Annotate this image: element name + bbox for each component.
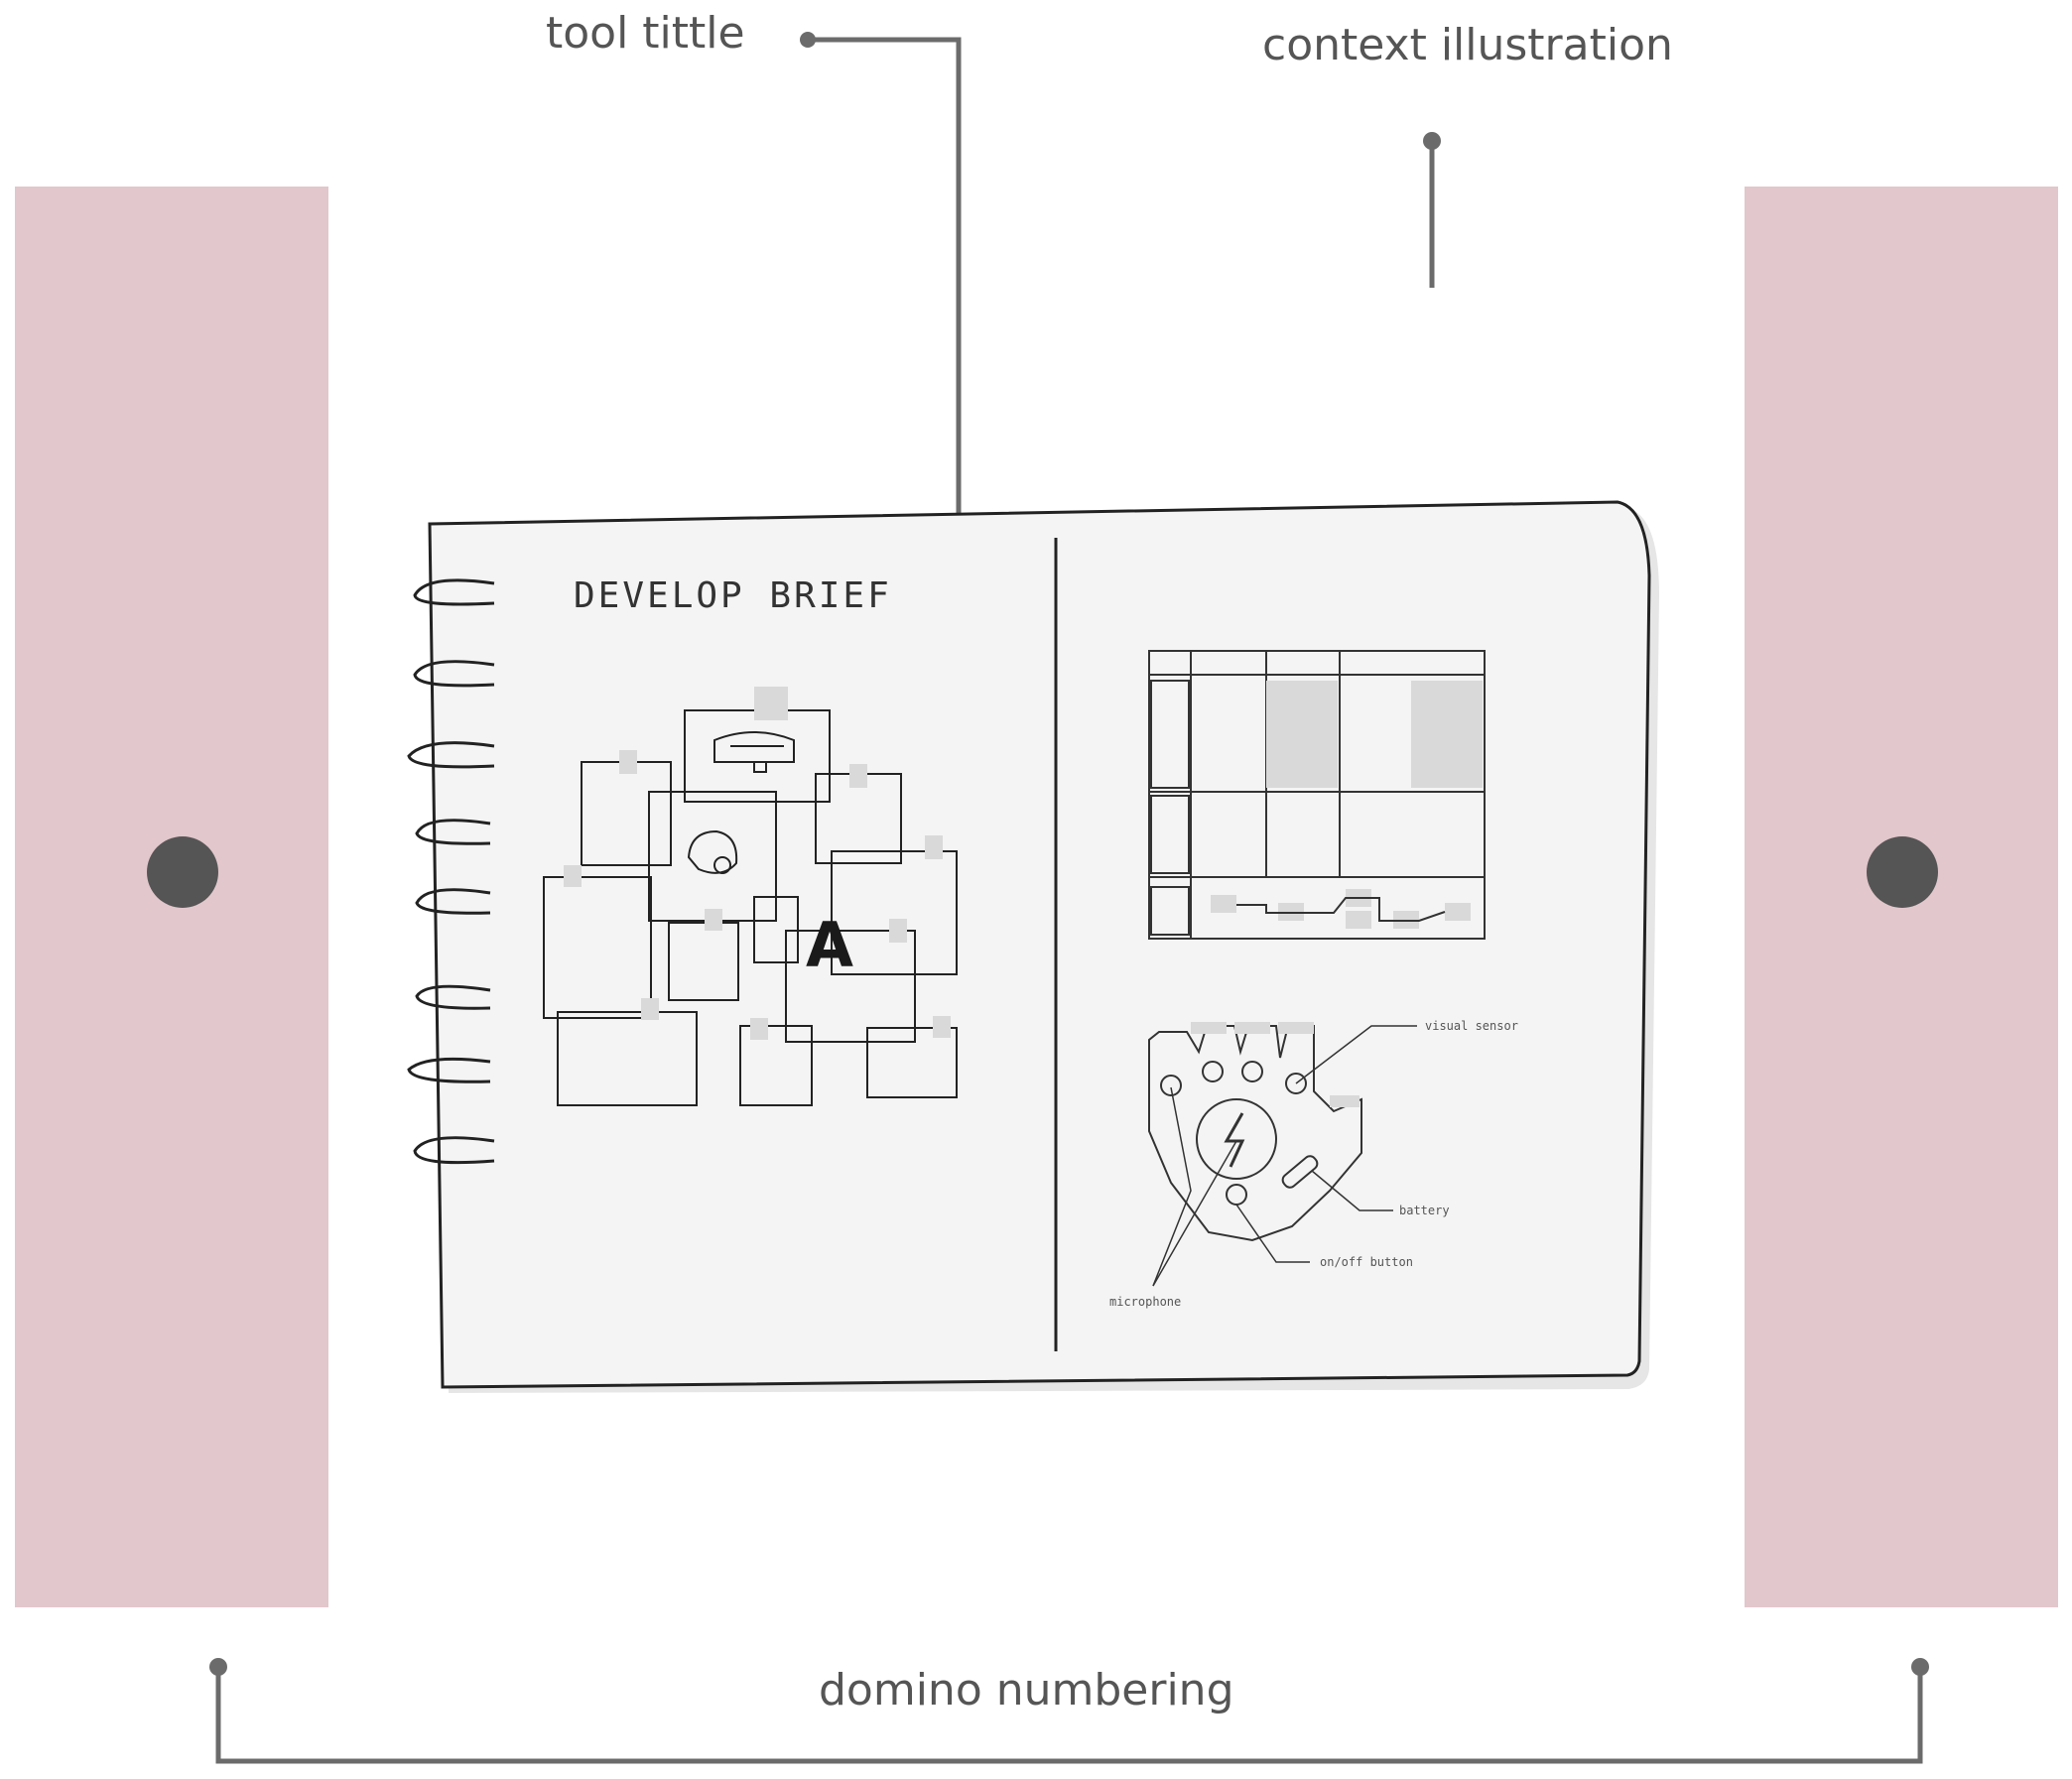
- domino-numbering-bracket: [209, 1658, 1929, 1764]
- context-illustration-label: context illustration: [1262, 20, 1673, 70]
- helmet-icon: [687, 829, 738, 874]
- glove-callout-lines: [1152, 1025, 1417, 1287]
- glove-labels: visual sensor battery on/off button micr…: [1109, 1019, 1518, 1309]
- glove-label-battery: battery: [1399, 1204, 1450, 1217]
- flow-line: [1236, 897, 1446, 922]
- tool-title-label: tool tittle: [546, 8, 745, 59]
- table-sketch: [1148, 650, 1486, 940]
- placeholder-squares: [564, 687, 951, 1040]
- table-shaded-cells: [1211, 681, 1483, 929]
- domino-right: [1745, 187, 2058, 1607]
- tool-title-leader: [800, 32, 962, 590]
- glove-label-microphone: microphone: [1109, 1295, 1181, 1309]
- glove-tip-fills: [1191, 1022, 1360, 1107]
- notebook-page: [428, 500, 1651, 1389]
- domino-left-dot: [147, 836, 218, 908]
- develop-brief-heading: DEVELOP BRIEF: [574, 575, 892, 616]
- printer-icon: [713, 731, 795, 773]
- glove-label-visual-sensor: visual sensor: [1425, 1019, 1518, 1033]
- domino-left: [15, 187, 328, 1607]
- domino-numbering-label: domino numbering: [819, 1665, 1234, 1715]
- domino-right-dot: [1867, 836, 1938, 908]
- context-illustration-leader: [1423, 132, 1441, 288]
- spiral-binding-icon: [407, 578, 495, 1165]
- big-letter: A: [806, 909, 853, 981]
- lightning-icon: [1224, 1112, 1245, 1168]
- glove-label-on-off-button: on/off button: [1320, 1255, 1413, 1269]
